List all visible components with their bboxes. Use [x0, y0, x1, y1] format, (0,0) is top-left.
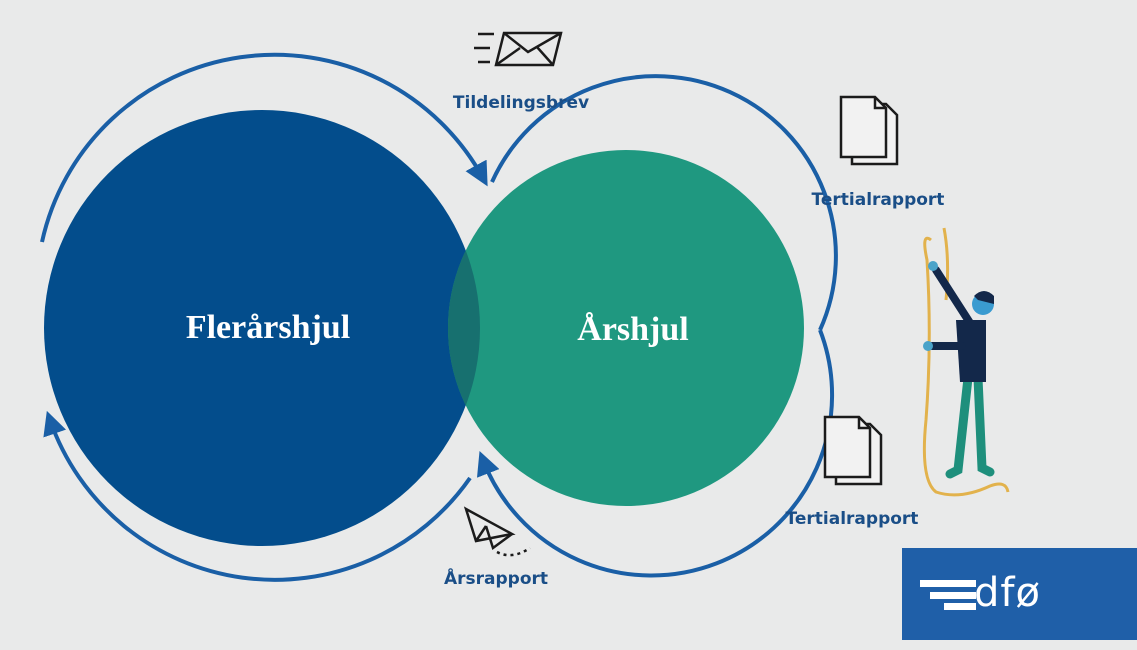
document-stack-icon-top: [839, 95, 899, 166]
tertialrapport-top-label: Tertialrapport: [812, 190, 945, 210]
arshjul-label: Årshjul: [577, 311, 688, 348]
flerarshjul-label: Flerårshjul: [186, 309, 350, 346]
left-top-cycle-arrow: [40, 52, 488, 243]
arsrapport-label: Årsrapport: [444, 566, 548, 589]
dfo-logo-text: dfø: [974, 570, 1041, 616]
flerarshjul-circle: [44, 110, 480, 546]
tildelingsbrev-label: Tildelingsbrev: [453, 93, 589, 113]
paper-plane-icon: [463, 506, 531, 557]
tertialrapport-bottom-label: Tertialrapport: [786, 509, 919, 529]
right-top-cycle-arrow: [490, 74, 838, 331]
document-stack-icon-bottom: [823, 415, 883, 486]
arshjul-circle: [448, 150, 804, 506]
right-bottom-cycle-arrow: [477, 329, 835, 578]
climber-illustration: [922, 227, 1010, 497]
left-bottom-cycle-arrow: [43, 410, 472, 582]
dfo-logo: [902, 548, 1137, 640]
dfo-logo-mark: [920, 580, 976, 610]
envelope-icon: [474, 31, 563, 67]
